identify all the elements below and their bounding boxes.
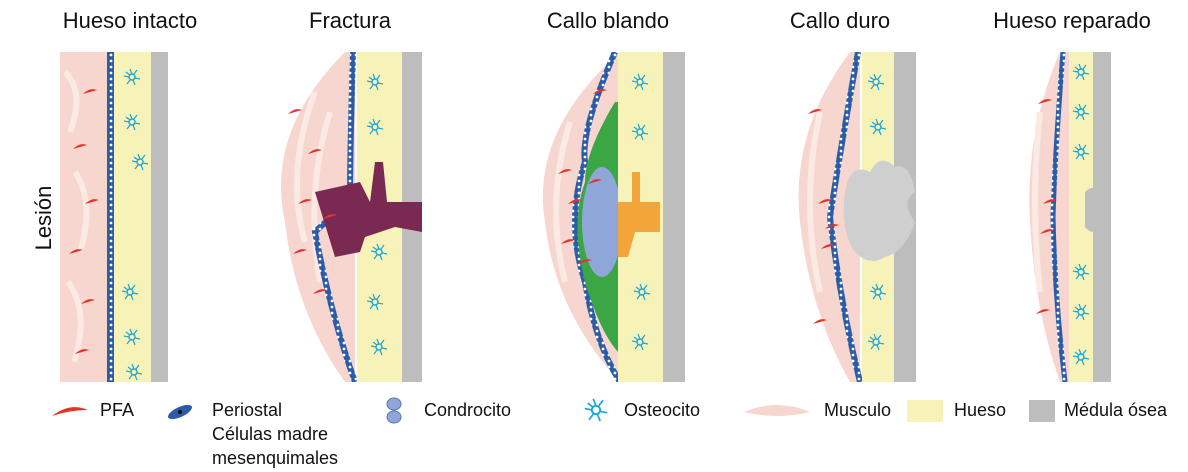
muscle-icon: [742, 402, 812, 420]
osteocyte-icon: [576, 398, 616, 422]
legend-label-bone: Hueso: [954, 400, 1006, 421]
stage-title-intact: Hueso intacto: [63, 8, 198, 34]
legend-label-periostal: Periostal: [212, 400, 282, 421]
legend-label-chondrocyte: Condrocito: [424, 400, 511, 421]
stage-title-hard-callus: Callo duro: [790, 8, 890, 34]
legend-label-marrow: Médula ósea: [1064, 400, 1167, 421]
stage-title-fracture: Fractura: [309, 8, 391, 34]
legend-label-osteocyte: Osteocito: [624, 400, 700, 421]
row-label-injury: Lesión: [31, 178, 57, 258]
legend-label-stem-cells: Células madre: [212, 424, 328, 445]
legend-label-muscle: Musculo: [824, 400, 891, 421]
panel-intact-bone: [60, 52, 170, 382]
marrow-swatch: [1029, 400, 1055, 422]
panel-fracture: [275, 52, 425, 382]
periosteal-stem-cell-icon: [165, 402, 195, 422]
legend-label-mesenchymal: mesenquimales: [212, 448, 338, 469]
panel-soft-callus: [540, 52, 690, 382]
panel-hard-callus: [790, 52, 920, 382]
pfa-icon: [50, 404, 90, 420]
stage-title-soft-callus: Callo blando: [547, 8, 669, 34]
legend-label-pfa: PFA: [100, 400, 134, 421]
bone-swatch: [907, 400, 943, 422]
panel-repaired-bone: [1025, 52, 1115, 382]
stage-title-repaired-bone: Hueso reparado: [993, 8, 1151, 34]
chondrocyte-icon: [384, 396, 404, 426]
